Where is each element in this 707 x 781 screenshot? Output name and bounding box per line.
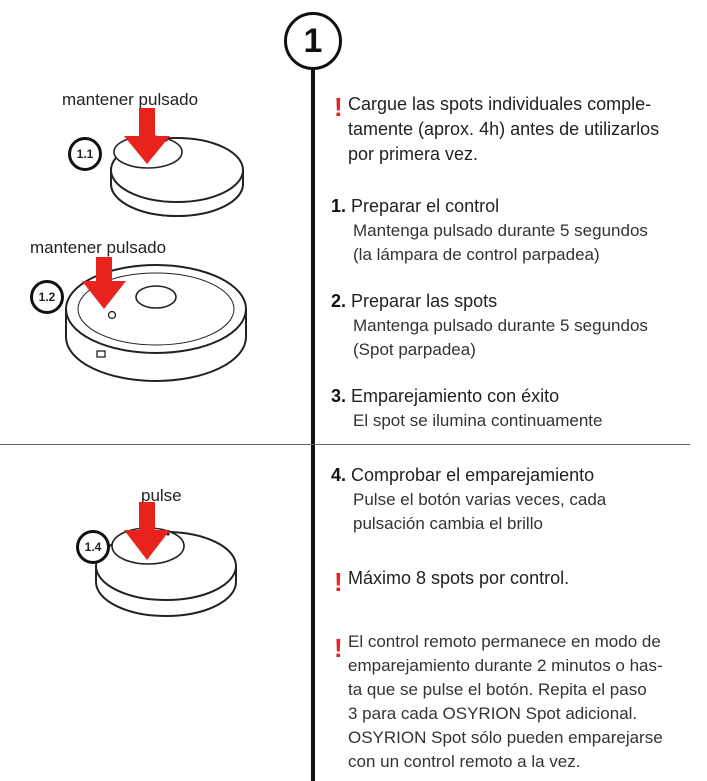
step-item-title: Comprobar el emparejamiento (351, 465, 595, 485)
note-max-spots: Máximo 8 spots por control. (348, 568, 570, 588)
note-pairing-line: ta que se pulse el botón. Repita el paso (348, 680, 647, 699)
note-pairing-line: El control remoto permanece en modo de (348, 632, 661, 651)
step-number-badge: 1 (284, 12, 342, 70)
step-item-4: 4. Comprobar el emparejamiento Pulse el … (331, 463, 701, 536)
step-item-desc: (Spot parpadea) (353, 340, 476, 359)
step-item-2: 2. Preparar las spots Mantenga pulsado d… (331, 289, 701, 362)
step-item-desc: Mantenga pulsado durante 5 segundos (353, 316, 648, 335)
note-charge-line: tamente (aprox. 4h) antes de utilizarlos (348, 119, 660, 139)
step-item-3: 3. Emparejamiento con éxito El spot se i… (331, 384, 701, 433)
note-pairing-line: OSYRION Spot sólo pueden emparejarse (348, 728, 663, 747)
step-item-desc: (la lámpara de control parpadea) (353, 245, 600, 264)
horizontal-divider (0, 444, 690, 445)
label-hold-1-2: mantener pulsado (30, 238, 167, 257)
badge-1-2: 1.2 (30, 280, 64, 314)
step-item-number: 1. (331, 196, 347, 216)
step-item-number: 3. (331, 386, 347, 406)
vertical-divider (311, 68, 315, 781)
note-charge-line: Cargue las spots individuales comple- (348, 94, 652, 114)
step-item-title: Preparar las spots (351, 291, 498, 311)
label-press-1-4: pulse (141, 486, 182, 505)
remote-illustration-1-4 (95, 502, 237, 617)
step-item-title: Emparejamiento con éxito (351, 386, 560, 406)
warning-icon: ! (334, 633, 343, 663)
note-pairing-line: emparejamiento durante 2 minutos o has- (348, 656, 663, 675)
label-hold-1-1: mantener pulsado (62, 90, 199, 109)
note-charge: Cargue las spots individuales comple- ta… (348, 92, 698, 167)
badge-1-4: 1.4 (76, 530, 110, 564)
note-pairing-line: con un control remoto a la vez. (348, 752, 581, 771)
warning-icon: ! (334, 92, 343, 122)
spot-illustration-1-2 (65, 257, 247, 382)
remote-illustration-1-1 (110, 108, 244, 217)
step-item-1: 1. Preparar el control Mantenga pulsado … (331, 194, 701, 267)
step-item-number: 2. (331, 291, 347, 311)
step-item-title: Preparar el control (351, 196, 500, 216)
step-item-desc: pulsación cambia el brillo (353, 514, 543, 533)
badge-1-1: 1.1 (68, 137, 102, 171)
step-item-desc: El spot se ilumina continuamente (353, 411, 603, 430)
step-item-desc: Mantenga pulsado durante 5 segundos (353, 221, 648, 240)
note-pairing-line: 3 para cada OSYRION Spot adicional. (348, 704, 638, 723)
warning-icon: ! (334, 567, 343, 597)
step-item-number: 4. (331, 465, 347, 485)
step-item-desc: Pulse el botón varias veces, cada (353, 490, 607, 509)
note-pairing-mode: El control remoto permanece en modo de e… (348, 630, 703, 774)
note-charge-line: por primera vez. (348, 144, 479, 164)
